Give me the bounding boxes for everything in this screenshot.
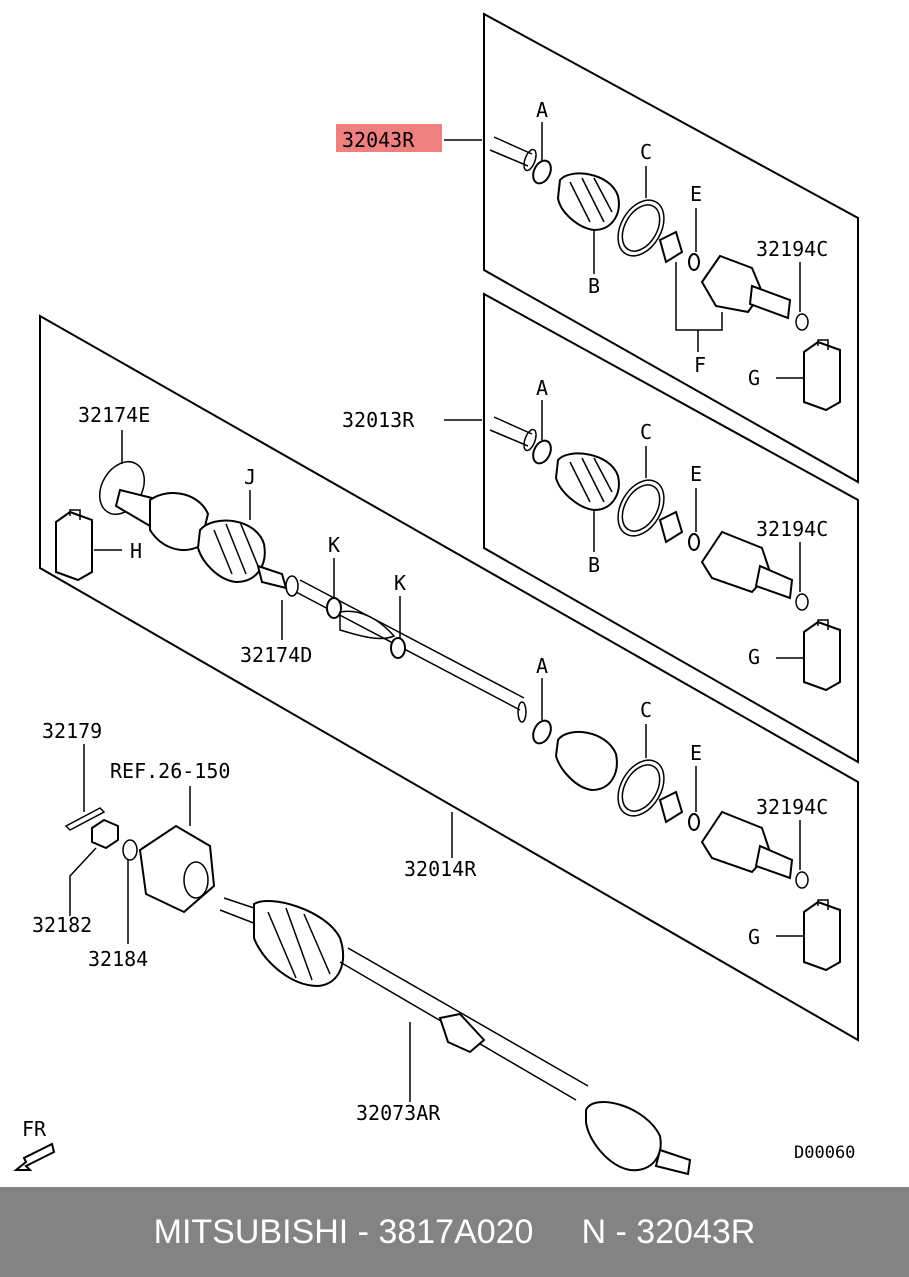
letter-g-3: G: [748, 925, 760, 949]
letter-e-1: E: [690, 182, 702, 206]
panel-32014R: [39, 314, 859, 1042]
letter-g-2: G: [748, 645, 760, 669]
highlight-box-32043R: [336, 124, 442, 152]
letter-b-1: B: [588, 274, 600, 298]
letter-a-2: A: [536, 376, 548, 400]
callout-32194C-3: 32194C: [756, 795, 828, 819]
callout-32179: 32179: [42, 719, 102, 743]
callout-ref: REF.26-150: [110, 759, 230, 783]
letter-c-3: C: [640, 698, 652, 722]
callout-32073AR: 32073AR: [356, 1101, 441, 1125]
fr-label: FR: [22, 1117, 47, 1141]
letter-k-2: K: [394, 571, 406, 595]
callout-32043R: 32043R: [342, 128, 415, 152]
letter-f-1: F: [694, 353, 706, 377]
panel-32013R: [483, 292, 859, 764]
callout-32174E: 32174E: [78, 403, 150, 427]
callout-32013R: 32013R: [342, 408, 415, 432]
front-direction-arrow-icon: [13, 1142, 56, 1171]
panel3-parts: [55, 461, 841, 972]
letter-j: J: [244, 465, 256, 489]
drawing-code: D00060: [794, 1143, 855, 1163]
callout-32174D: 32174D: [240, 643, 312, 667]
letter-a-3: A: [536, 654, 548, 678]
callout-32194C-1: 32194C: [756, 237, 828, 261]
callout-32194C-2: 32194C: [756, 517, 828, 541]
footer-ref-part: N - 32043R: [581, 1212, 756, 1251]
letter-c-1: C: [640, 140, 652, 164]
letter-k-1: K: [328, 533, 340, 557]
footer-bar: MITSUBISHI - 3817A020 N - 32043R: [0, 1187, 909, 1277]
panel2-parts: [489, 416, 841, 692]
letter-g-1: G: [748, 366, 760, 390]
footer-brand-part: MITSUBISHI - 3817A020: [153, 1212, 534, 1251]
leader-lines: [69, 122, 804, 1102]
bottom-assembly: [64, 807, 692, 1176]
panel1-parts: [489, 136, 841, 412]
letter-b-2: B: [588, 553, 600, 577]
exploded-parts-diagram: 32043R 32013R 32014R 32174E 32174D 32194…: [13, 12, 859, 1176]
letter-c-2: C: [640, 420, 652, 444]
letter-h: H: [130, 539, 142, 563]
letter-e-3: E: [690, 741, 702, 765]
letter-e-2: E: [690, 462, 702, 486]
panel-32043R: [483, 12, 859, 484]
letter-a-1: A: [536, 98, 548, 122]
callout-32014R: 32014R: [404, 857, 477, 881]
callout-32184: 32184: [88, 947, 148, 971]
callout-32182: 32182: [32, 913, 92, 937]
